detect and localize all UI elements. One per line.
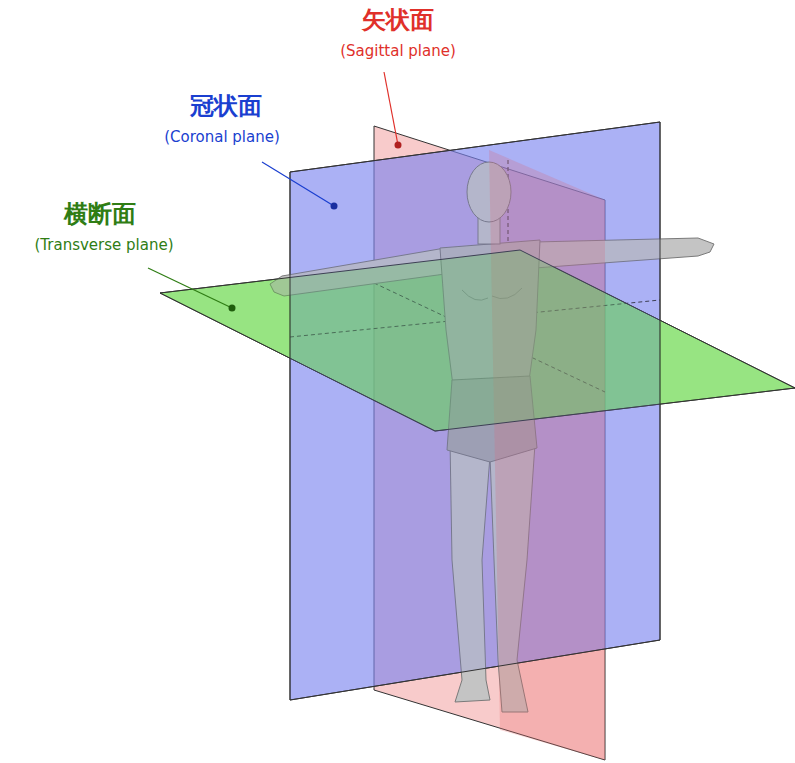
leader-line (148, 268, 232, 308)
plane-name-en: (Coronal plane) (164, 128, 280, 146)
leader-dot (331, 203, 338, 210)
plane-name-en: (Transverse plane) (34, 236, 173, 254)
leader-dot (395, 142, 402, 149)
plane-name-ja: 矢状面 (362, 6, 434, 35)
leader-line (384, 72, 398, 145)
plane-name-ja: 冠状面 (190, 92, 262, 121)
coronal-plane-front (290, 122, 660, 700)
coronal-plane (290, 122, 660, 700)
leader-line (262, 162, 334, 206)
plane-name-en: (Sagittal plane) (340, 42, 456, 60)
plane-name-ja: 横断面 (64, 200, 136, 229)
leader-dot (229, 305, 236, 312)
